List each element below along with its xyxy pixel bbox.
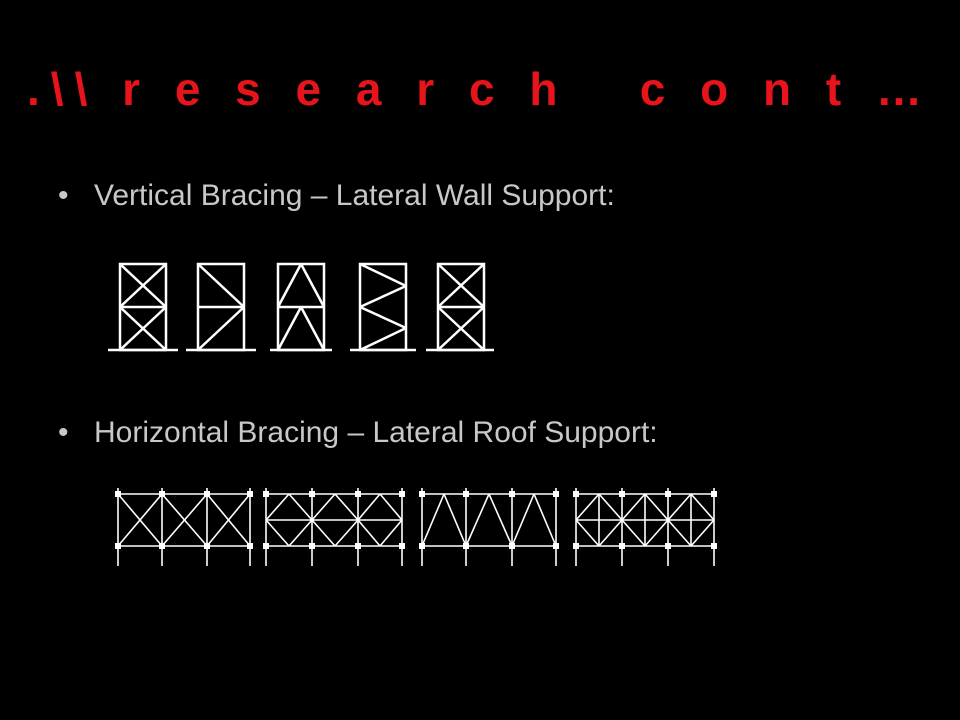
truss-node-markers [115,491,717,549]
horizontal-brace-panel-2 [264,488,404,566]
horizontal-brace-panel-4 [574,488,716,566]
bullet-marker: • [58,416,69,449]
bullet-text: Horizontal Bracing – Lateral Roof Suppor… [94,416,658,449]
horizontal-brace-panel-3 [420,488,558,566]
horizontal-brace-panel-1 [116,488,252,566]
vertical-brace-panel-5 [426,262,494,352]
vertical-brace-panel-1 [108,262,178,352]
bullet-horizontal-bracing: • Horizontal Bracing – Lateral Roof Suppo… [58,416,658,450]
bullet-text: Vertical Bracing – Lateral Wall Support: [94,179,615,212]
bullet-vertical-bracing: • Vertical Bracing – Lateral Wall Support… [58,179,615,213]
vertical-brace-panel-2 [186,262,256,352]
vertical-brace-panel-3 [270,262,332,352]
vertical-brace-panel-4 [350,262,416,352]
slide-title: .\\ r e s e a r c h c o n t … [27,63,933,115]
bullet-marker: • [58,179,69,212]
